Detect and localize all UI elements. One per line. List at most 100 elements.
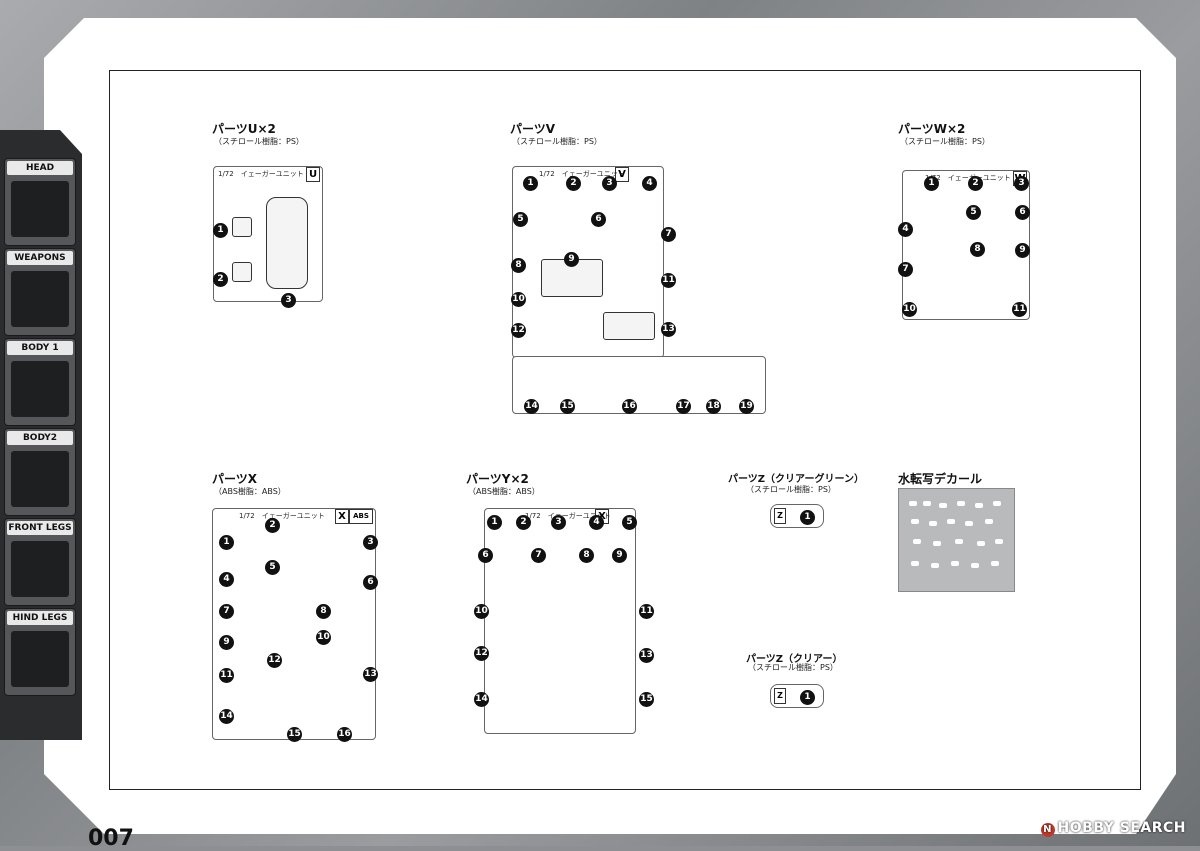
part-number: 8 bbox=[316, 604, 331, 619]
part-number: 2 bbox=[968, 176, 983, 191]
part-x-sub: （ABS樹脂：ABS） bbox=[214, 487, 286, 496]
runner-label: 1/72 イェーガーユニット bbox=[539, 170, 625, 178]
part-number: 1 bbox=[487, 515, 502, 530]
part-number: 8 bbox=[579, 548, 594, 563]
tab-head[interactable]: HEAD bbox=[4, 158, 76, 246]
head-icon bbox=[11, 181, 69, 237]
part-number: 1 bbox=[800, 690, 815, 705]
body2-icon bbox=[11, 451, 69, 507]
part-number: 8 bbox=[511, 258, 526, 273]
part-number: 4 bbox=[589, 515, 604, 530]
hind-legs-icon bbox=[11, 631, 69, 687]
runner-v-lower bbox=[512, 356, 766, 414]
runner-v: 1/72 イェーガーユニット V bbox=[512, 166, 664, 358]
part-number: 10 bbox=[511, 292, 526, 307]
part-number: 9 bbox=[564, 252, 579, 267]
part-number: 5 bbox=[513, 212, 528, 227]
part-number: 12 bbox=[267, 653, 282, 668]
part-number: 16 bbox=[622, 399, 637, 414]
part-number: 12 bbox=[511, 323, 526, 338]
part-number: 6 bbox=[1015, 205, 1030, 220]
part-number: 3 bbox=[1014, 176, 1029, 191]
hobby-search-icon: N bbox=[1040, 823, 1055, 837]
part-u-title: パーツU×2 bbox=[212, 122, 276, 136]
part-number: 9 bbox=[1015, 243, 1030, 258]
tab-hind-legs[interactable]: HIND LEGS bbox=[4, 608, 76, 696]
body1-icon bbox=[11, 361, 69, 417]
part-number: 6 bbox=[478, 548, 493, 563]
part-number: 12 bbox=[474, 646, 489, 661]
part-number: 13 bbox=[639, 648, 654, 663]
part-v-sub: （スチロール樹脂：PS） bbox=[512, 137, 602, 146]
part-number: 1 bbox=[219, 535, 234, 550]
tab-label: HIND LEGS bbox=[7, 611, 73, 625]
tab-body2[interactable]: BODY2 bbox=[4, 428, 76, 516]
part-number: 2 bbox=[265, 518, 280, 533]
part-number: 14 bbox=[524, 399, 539, 414]
tab-weapons[interactable]: WEAPONS bbox=[4, 248, 76, 336]
page-number: 007 bbox=[88, 826, 134, 851]
part-number: 10 bbox=[316, 630, 331, 645]
part-number: 13 bbox=[363, 667, 378, 682]
part-number: 13 bbox=[661, 322, 676, 337]
part-w-sub: （スチロール樹脂：PS） bbox=[900, 137, 990, 146]
part-piece bbox=[266, 197, 308, 289]
tab-label: FRONT LEGS bbox=[7, 521, 73, 535]
part-number: 1 bbox=[213, 223, 228, 238]
part-number: 7 bbox=[531, 548, 546, 563]
part-number: 3 bbox=[551, 515, 566, 530]
runner-letter: U bbox=[306, 167, 320, 182]
part-number: 7 bbox=[898, 262, 913, 277]
runner-z-clear: Z bbox=[770, 684, 824, 708]
part-number: 18 bbox=[706, 399, 721, 414]
part-number: 1 bbox=[523, 176, 538, 191]
part-number: 4 bbox=[898, 222, 913, 237]
part-x-title: パーツX bbox=[212, 472, 258, 486]
decal-title: 水転写デカール bbox=[898, 472, 983, 486]
part-number: 3 bbox=[363, 535, 378, 550]
runner-label: 1/72 イェーガーユニット bbox=[218, 170, 304, 178]
part-number: 3 bbox=[281, 293, 296, 308]
runner-w: 1/72 イェーガーユニット W bbox=[902, 170, 1030, 320]
runner-label: 1/72 イェーガーユニット bbox=[925, 174, 1011, 182]
part-piece bbox=[603, 312, 655, 340]
runner-letter: Z bbox=[774, 688, 786, 704]
part-z-clear-sub: （スチロール樹脂：PS） bbox=[748, 663, 838, 672]
tab-label: BODY2 bbox=[7, 431, 73, 445]
part-number: 7 bbox=[661, 227, 676, 242]
tab-body1[interactable]: BODY 1 bbox=[4, 338, 76, 426]
decal-sheet bbox=[898, 488, 1015, 592]
part-number: 3 bbox=[602, 176, 617, 191]
part-number: 1 bbox=[800, 510, 815, 525]
part-number: 10 bbox=[902, 302, 917, 317]
part-number: 14 bbox=[474, 692, 489, 707]
runner-letter: Z bbox=[774, 508, 786, 524]
part-piece bbox=[232, 262, 252, 282]
watermark-text: HOBBY SEARCH bbox=[1057, 820, 1186, 836]
sidebar: HEAD WEAPONS BODY 1 BODY2 FRONT LEGS HIN… bbox=[0, 130, 82, 740]
tab-front-legs[interactable]: FRONT LEGS bbox=[4, 518, 76, 606]
part-number: 7 bbox=[219, 604, 234, 619]
part-number: 9 bbox=[612, 548, 627, 563]
part-w-title: パーツW×2 bbox=[898, 122, 966, 136]
tab-label: HEAD bbox=[7, 161, 73, 175]
part-number: 5 bbox=[265, 560, 280, 575]
part-number: 11 bbox=[219, 668, 234, 683]
part-number: 15 bbox=[639, 692, 654, 707]
part-number: 2 bbox=[213, 272, 228, 287]
part-number: 1 bbox=[924, 176, 939, 191]
runner-u: 1/72 イェーガーユニット U bbox=[213, 166, 323, 302]
part-z-green-sub: （スチロール樹脂：PS） bbox=[746, 485, 836, 494]
part-number: 6 bbox=[363, 575, 378, 590]
part-v-title: パーツV bbox=[510, 122, 556, 136]
tab-label: BODY 1 bbox=[7, 341, 73, 355]
part-number: 5 bbox=[622, 515, 637, 530]
runner-x: 1/72 イェーガーユニット X ABS bbox=[212, 508, 376, 740]
runner-label: 1/72 イェーガーユニット bbox=[239, 512, 325, 520]
part-number: 14 bbox=[219, 709, 234, 724]
tab-label: WEAPONS bbox=[7, 251, 73, 265]
weapons-icon bbox=[11, 271, 69, 327]
part-z-green-title: パーツZ（クリアーグリーン） bbox=[728, 474, 864, 485]
runner-tag: ABS bbox=[349, 509, 373, 524]
